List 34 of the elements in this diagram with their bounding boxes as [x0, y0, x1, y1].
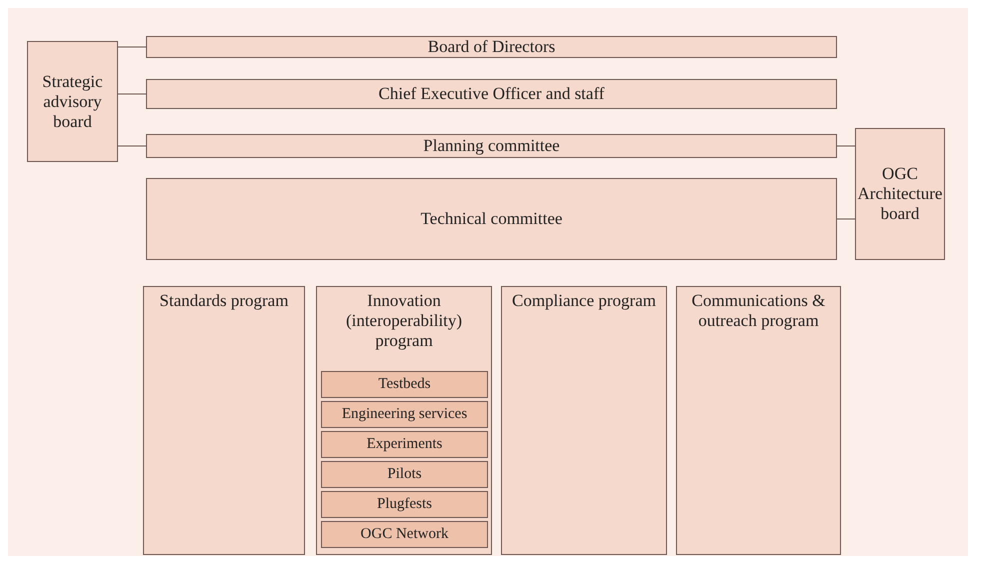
box-label: Planning committee	[423, 136, 560, 156]
committee-box	[146, 134, 837, 158]
connector-line	[836, 218, 856, 220]
box-label: Strategic advisory board	[41, 72, 104, 132]
committee-box	[146, 178, 837, 260]
box-label: Innovation (interoperability) program	[344, 291, 464, 351]
activity-box	[321, 431, 488, 458]
activity-box	[321, 401, 488, 428]
box-label: Compliance program	[512, 291, 656, 311]
box-label: Standards program	[160, 291, 288, 311]
board-box	[855, 128, 945, 260]
program-box	[501, 286, 667, 555]
box-label: OGC Architecture board	[856, 164, 944, 224]
box-label: Chief Executive Officer and staff	[378, 84, 604, 104]
board-box	[27, 41, 118, 162]
box-label: Board of Directors	[428, 37, 556, 57]
board-box	[146, 36, 837, 58]
box-label: Plugfests	[376, 496, 432, 513]
box-label: Pilots	[387, 466, 422, 483]
program-box	[316, 286, 492, 555]
box-label: Engineering services	[342, 406, 468, 423]
box-label: Communications & outreach program	[690, 291, 826, 331]
connector-line	[118, 46, 146, 48]
box-label: OGC Network	[360, 526, 448, 543]
box-label: Technical committee	[420, 209, 562, 229]
box-label: Experiments	[366, 436, 442, 453]
program-box	[143, 286, 305, 555]
activity-box	[321, 521, 488, 548]
activity-box	[321, 461, 488, 488]
program-box	[676, 286, 841, 555]
box-label: Testbeds	[378, 376, 431, 393]
office-box	[146, 79, 837, 109]
activity-box	[321, 371, 488, 398]
activity-box	[321, 491, 488, 518]
